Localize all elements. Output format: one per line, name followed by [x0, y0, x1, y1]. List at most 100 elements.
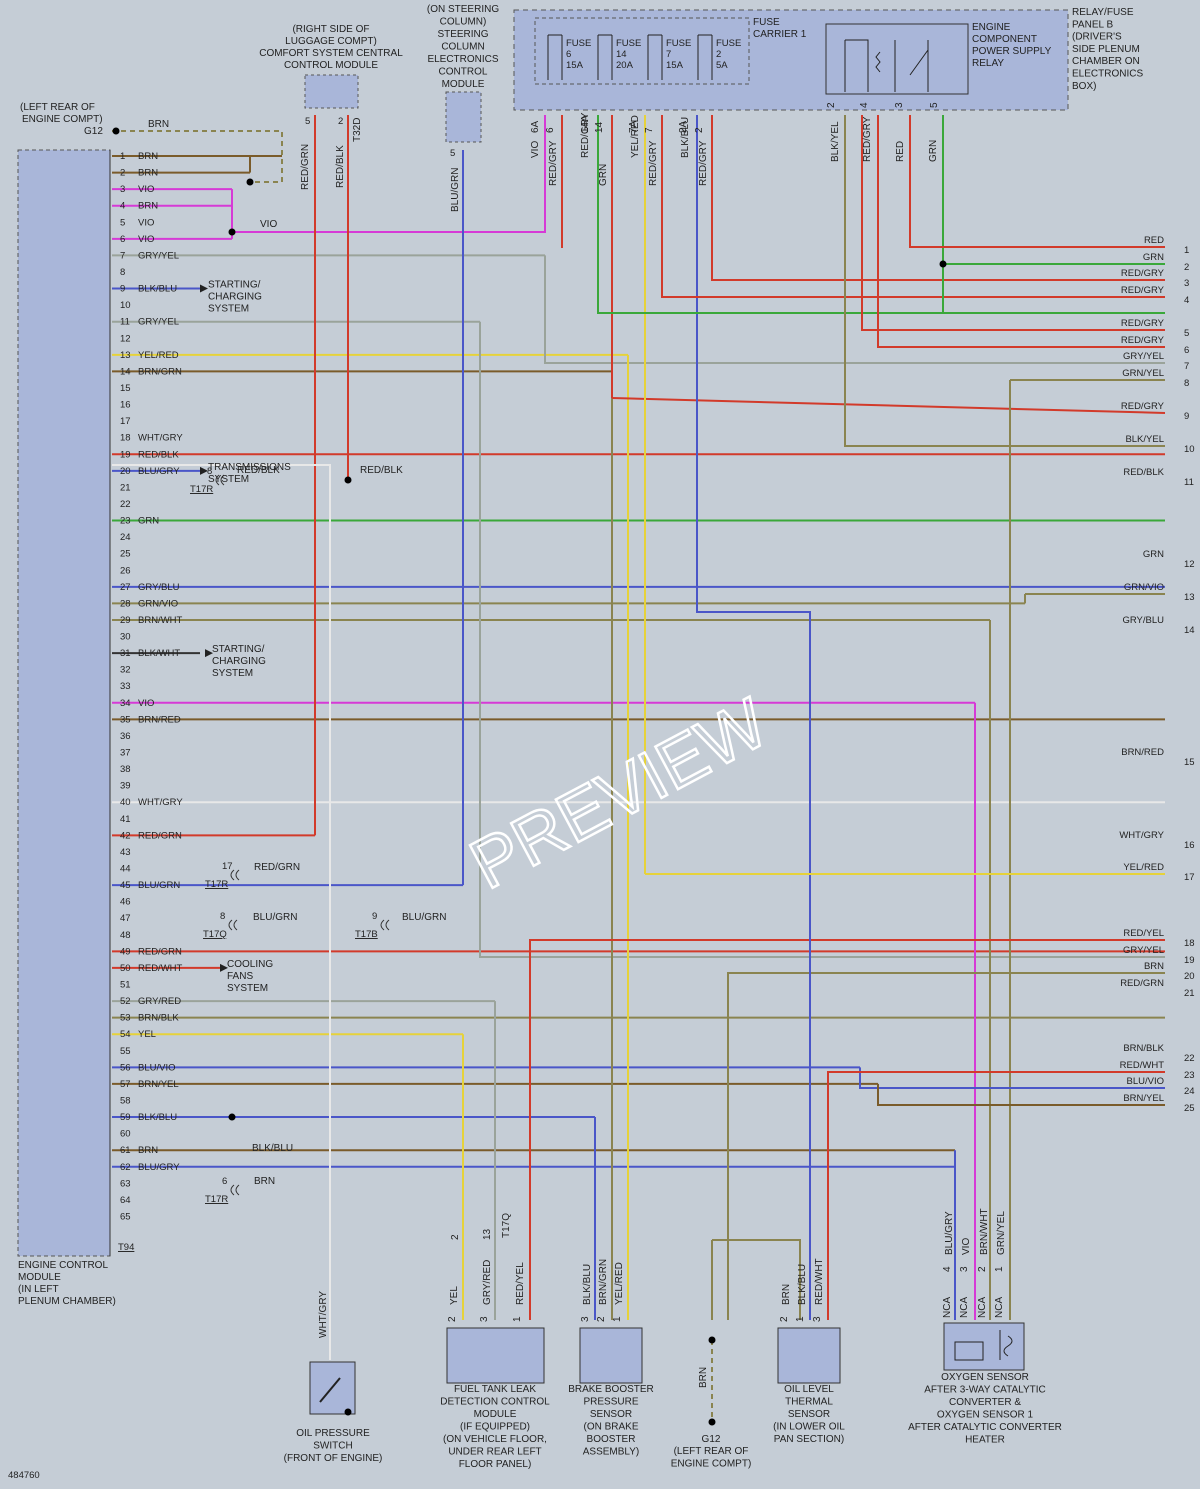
ecm-pin-number: 52 — [120, 996, 131, 1007]
ecm-pin-color: BRN — [138, 151, 158, 162]
ecm-pin-number: 9 — [120, 284, 125, 295]
splice-blk-blu — [228, 1113, 236, 1121]
fuse-wire: RED/GRY — [548, 140, 559, 186]
brn-oil-level-2 — [712, 1239, 801, 1320]
fuse-wire: RED/GRY — [698, 140, 709, 186]
red-gry-9 — [611, 397, 1166, 414]
ecm-pin-number: 15 — [120, 383, 131, 394]
edge-wire-color: BRN — [1144, 961, 1164, 972]
relay-wire: RED — [895, 141, 906, 162]
relay-pin: 3 — [894, 102, 905, 108]
connector-id: T17R — [190, 484, 213, 495]
system-arrow — [205, 649, 213, 658]
component-layer — [17, 9, 1069, 1426]
ecm-pin-number: 12 — [120, 333, 131, 344]
fuel-tank-caption: MODULE — [474, 1409, 517, 1420]
ecm-pin-number: 34 — [120, 698, 131, 709]
ecm-pin-number: 64 — [120, 1195, 131, 1206]
figure-id: 484760 — [8, 1470, 40, 1481]
brake-booster-caption: PRESSURE — [583, 1397, 638, 1408]
g12-top-id: G12 — [84, 126, 103, 137]
ecm-pin-color: GRY/RED — [138, 996, 181, 1007]
comfort-caption: (RIGHT SIDE OF — [292, 24, 369, 35]
oil-level-sensor-box — [777, 1327, 841, 1384]
brake-wire: BRN/GRN — [598, 1259, 609, 1305]
ecm-pin-color: GRY/BLU — [138, 582, 180, 593]
brake-booster-caption: ASSEMBLY) — [583, 1447, 640, 1458]
fuel-conn-pin: 2 — [450, 1234, 461, 1240]
comfort-pin: 2 — [338, 116, 343, 127]
ecm-pin-color: VIO — [138, 234, 154, 245]
edge-connector-number: 22 — [1184, 1053, 1195, 1064]
fuse-pin: 6A — [530, 120, 541, 133]
ecm-pin-color: BRN/BLK — [138, 1013, 179, 1024]
brn-yel-25 — [877, 1083, 1165, 1106]
ecm-pin-number: 19 — [120, 449, 131, 460]
g12-bottom-wire: BRN — [698, 1367, 709, 1388]
relay-wire: RED/GRY — [862, 116, 873, 162]
oil-level-caption: PAN SECTION) — [774, 1434, 844, 1445]
ecm-pin-number: 2 — [120, 168, 125, 179]
fuse-word: FUSE — [716, 38, 741, 49]
fuel-wire: YEL — [449, 1286, 460, 1305]
ecm-pin-color: BRN/RED — [138, 714, 181, 725]
system-arrow — [220, 963, 228, 972]
brake-booster-caption: (ON BRAKE — [583, 1422, 638, 1433]
fuel-tank-caption: (IF EQUIPPED) — [460, 1422, 530, 1433]
relay-pin: 5 — [929, 102, 940, 108]
steering-caption: CONTROL — [439, 67, 488, 78]
brake-booster-caption: BOOSTER — [587, 1434, 636, 1445]
o2-pin: 3 — [959, 1266, 970, 1272]
connector-id: T17Q — [203, 929, 227, 940]
system-ref: CHARGING — [208, 292, 262, 303]
connector-pin: 8 — [220, 911, 225, 922]
oil-level-caption: (IN LOWER OIL — [773, 1422, 845, 1433]
oxygen-sensor-caption: CONVERTER & — [949, 1397, 1021, 1408]
ecm-pin-number: 14 — [120, 366, 131, 377]
connector-break — [228, 919, 238, 931]
edge-connector-number: 6 — [1184, 345, 1189, 356]
ecm-pin-color: BLK/BLU — [138, 284, 177, 295]
oxygen-sensor-caption: OXYGEN SENSOR — [941, 1372, 1029, 1383]
edge-wire-color: RED/GRY — [1121, 318, 1165, 329]
oil-level-pin: 3 — [812, 1316, 823, 1322]
ecm-pin-number: 22 — [120, 499, 131, 510]
ecm-pin-number: 21 — [120, 482, 131, 493]
edge-connector-number: 13 — [1184, 592, 1195, 603]
o2-sensor-symbol — [999, 1330, 1013, 1360]
oil-pressure-caption: SWITCH — [313, 1441, 352, 1452]
inline-brn: BRN — [254, 1176, 275, 1187]
system-ref: SYSTEM — [212, 668, 253, 679]
fuse-rating: 5A — [716, 60, 728, 71]
edge-wire-color: RED/BLK — [1123, 467, 1164, 478]
ecm-pin-number: 44 — [120, 864, 131, 875]
edge-wire-color: GRN — [1143, 252, 1164, 263]
ecm-pin-number: 30 — [120, 632, 131, 643]
inline-blu-grn: BLU/GRN — [253, 912, 297, 923]
relay-pin: 4 — [859, 102, 870, 108]
comfort-caption: COMFORT SYSTEM CENTRAL — [259, 48, 403, 59]
ecm-pin-number: 23 — [120, 516, 131, 527]
ecm-pin-number: 61 — [120, 1145, 131, 1156]
ecm-pin-color: BLK/WHT — [138, 648, 180, 659]
oil-pressure-wire: WHT/GRY — [318, 1291, 329, 1338]
inline-red-blk: RED/BLK — [360, 465, 403, 476]
steering-caption: COLUMN) — [440, 17, 487, 28]
ecm-box — [17, 149, 111, 1257]
connector-pin: 9 — [372, 911, 377, 922]
o2-nca: NCA — [942, 1297, 953, 1318]
ecm-pin-number: 62 — [120, 1162, 131, 1173]
edge-wire-color: BRN/BLK — [1123, 1043, 1164, 1054]
ecm-pin-color: BRN — [138, 1145, 158, 1156]
edge-connector-number: 23 — [1184, 1070, 1195, 1081]
system-ref: COOLING — [227, 959, 273, 970]
fuse-rating: 15A — [566, 60, 584, 71]
red-yel-to-fuel — [529, 939, 1165, 1320]
ecm-pin-number: 45 — [120, 880, 131, 891]
fuel-pin: 1 — [512, 1316, 523, 1322]
edge-connector-number: 7 — [1184, 361, 1189, 372]
relay-caption: RELAY — [972, 58, 1004, 69]
oxygen-sensor-caption: AFTER 3-WAY CATALYTIC — [924, 1385, 1046, 1396]
comfort-caption: CONTROL MODULE — [284, 60, 378, 71]
o2-wire: BLU/GRY — [944, 1211, 955, 1255]
